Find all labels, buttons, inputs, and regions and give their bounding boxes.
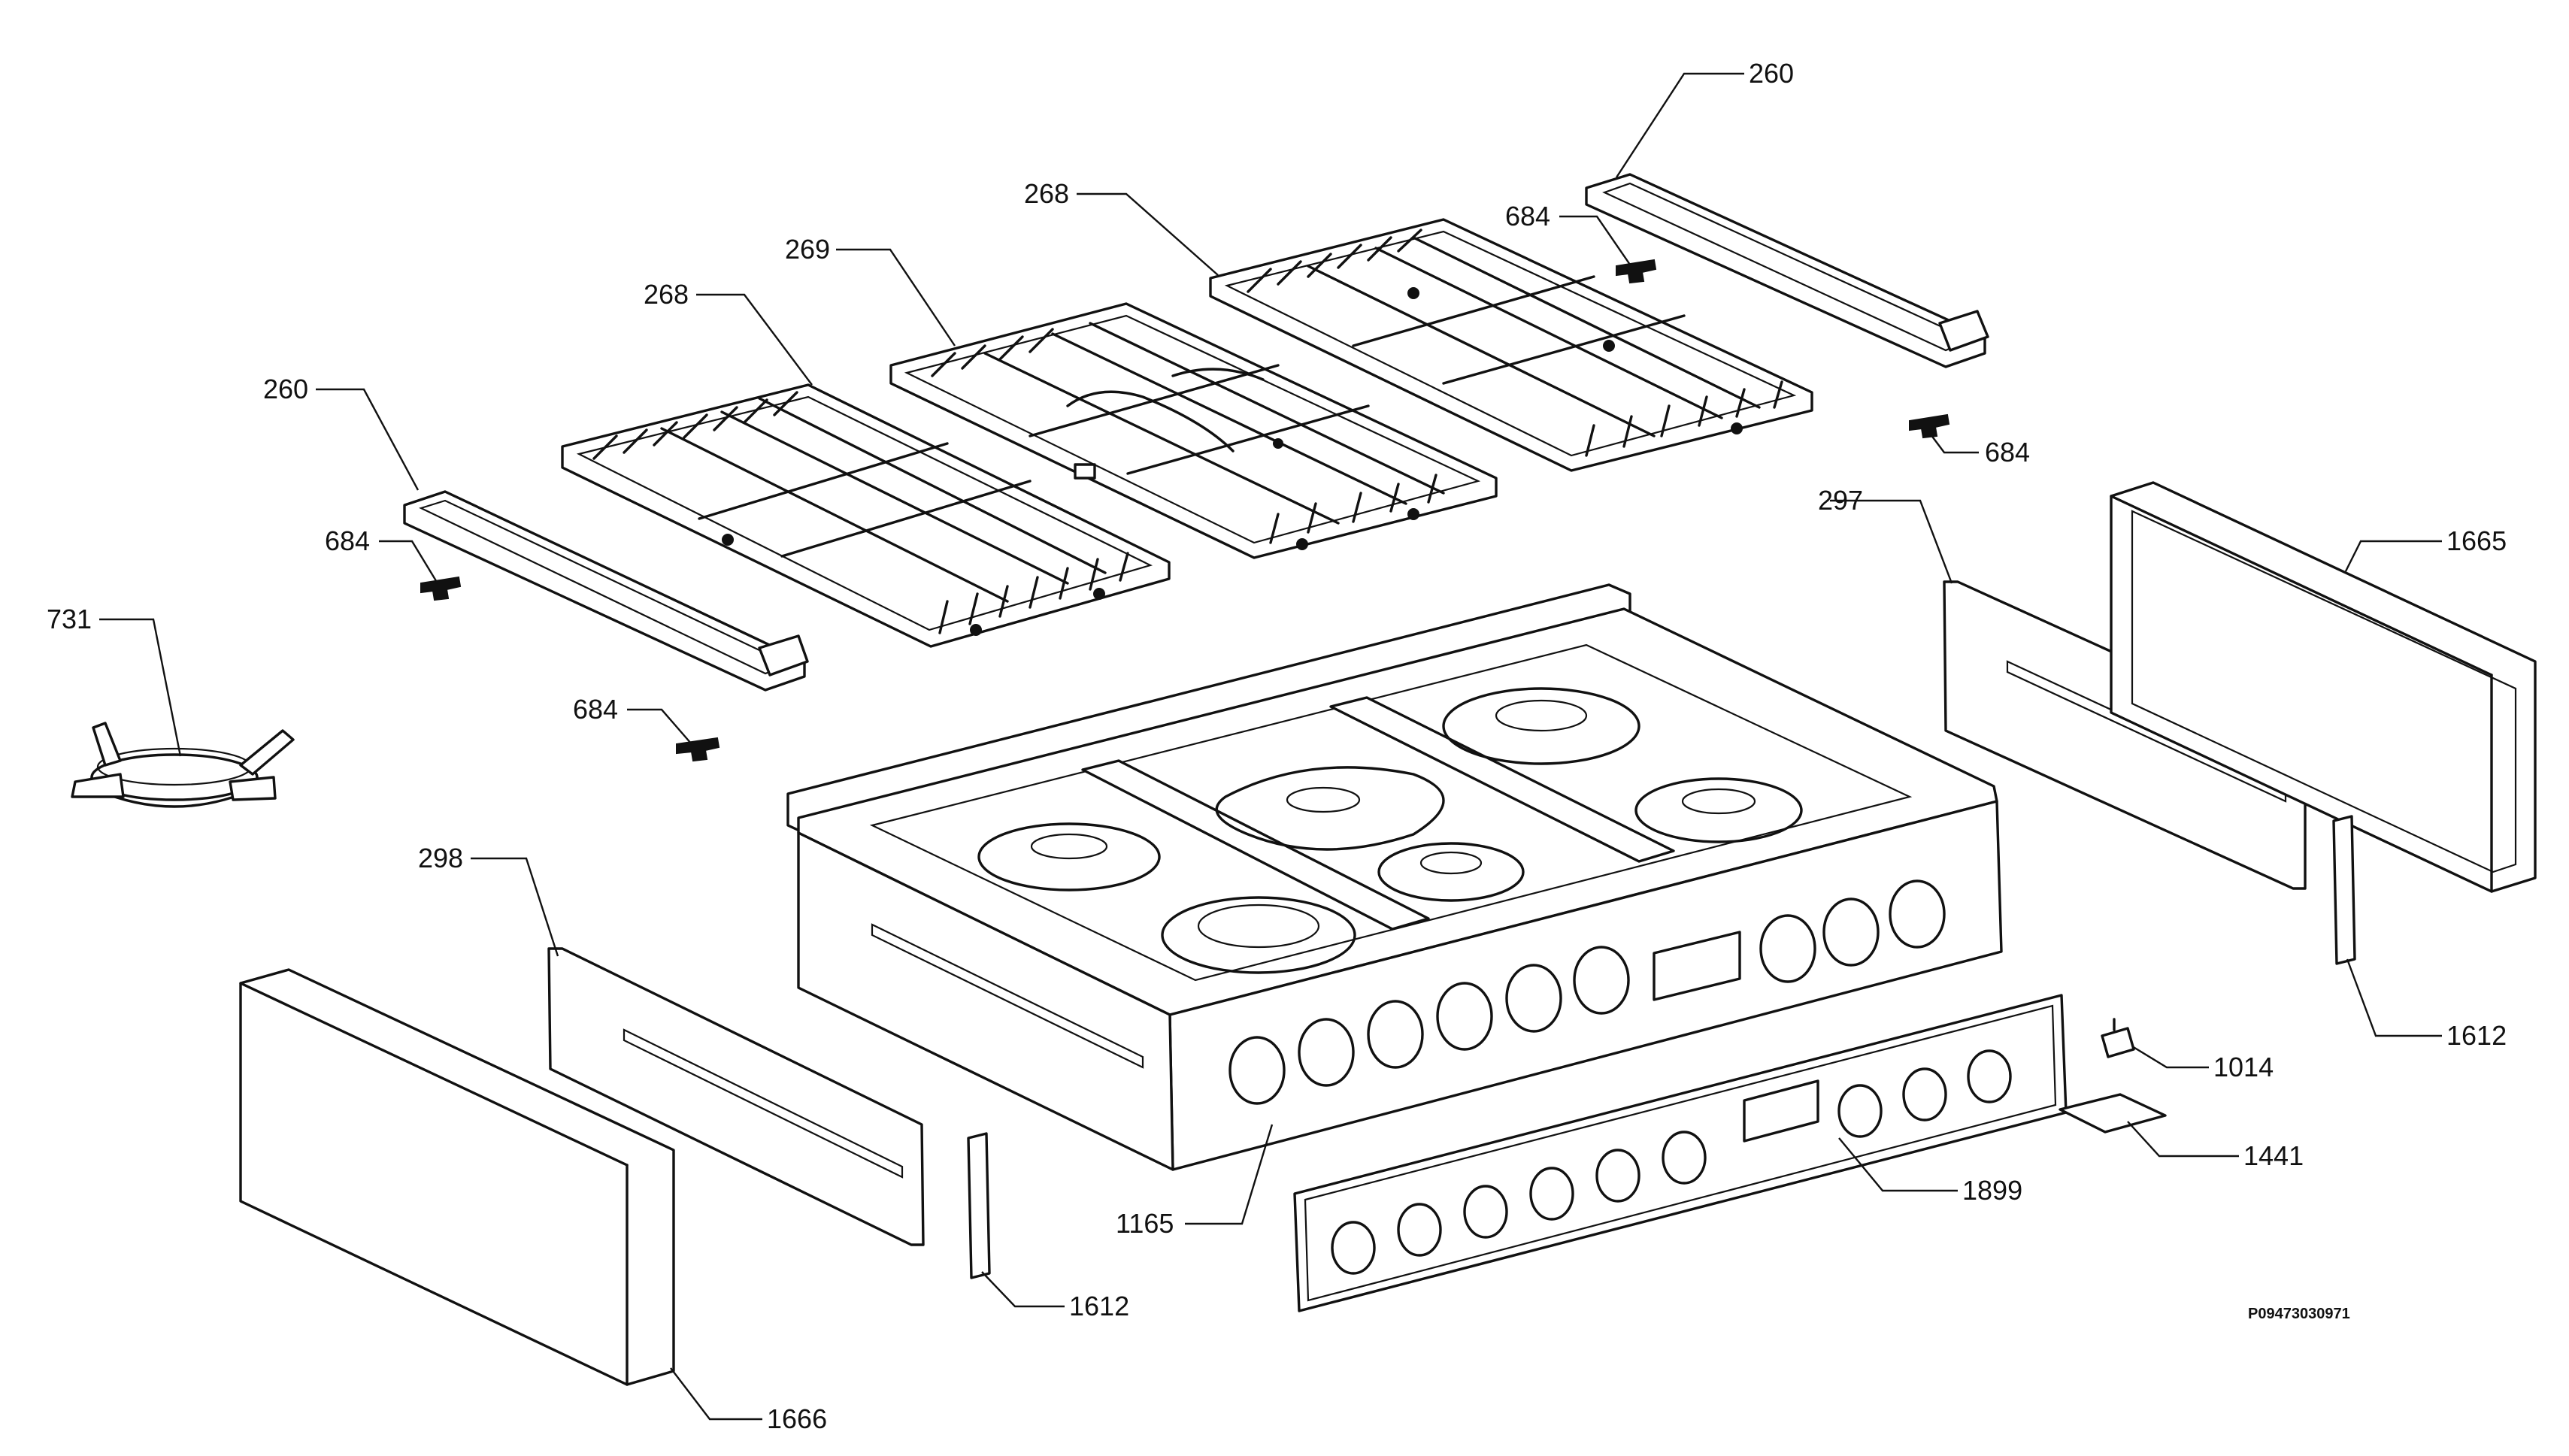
callout-1666: 1666	[767, 1403, 827, 1434]
callout-1665: 1665	[2446, 525, 2507, 556]
callout-1899: 1899	[1962, 1175, 2022, 1206]
control-panel	[1293, 994, 2068, 1312]
callout-1014: 1014	[2213, 1052, 2274, 1082]
burner-rear-left	[1161, 896, 1356, 974]
burner-front-left	[977, 822, 1161, 891]
side-trim-right	[1585, 173, 1989, 368]
callout-269: 269	[785, 234, 830, 265]
callout-268-left: 268	[644, 279, 689, 310]
clip-684-a	[420, 576, 462, 601]
bracket-left	[967, 1132, 991, 1279]
burner-centre-small	[1377, 842, 1525, 902]
pan-support-left	[561, 383, 1171, 648]
side-trim-left	[403, 490, 809, 692]
burner-rear-right	[1442, 687, 1640, 765]
callout-268-right: 268	[1024, 178, 1069, 209]
leader-lines	[99, 72, 2442, 1421]
callout-731: 731	[47, 604, 92, 634]
pan-support-right	[1209, 218, 1813, 472]
callout-1612-left: 1612	[1069, 1291, 1129, 1321]
callout-684-left: 684	[325, 525, 370, 556]
callout-1441: 1441	[2243, 1140, 2304, 1171]
switch-1014	[2101, 1018, 2135, 1058]
bracket-right	[2332, 815, 2356, 965]
callout-684-right: 684	[1985, 437, 2030, 468]
clip-684-b	[676, 737, 720, 762]
hob-body	[786, 583, 2003, 1171]
reference-code: P09473030971	[2248, 1306, 2350, 1322]
side-panel-left	[547, 947, 925, 1246]
callout-684-top: 684	[1505, 201, 1550, 232]
burner-front-right	[1634, 777, 1803, 843]
clip-684-d	[1909, 413, 1950, 439]
callout-1165: 1165	[1116, 1208, 1174, 1239]
callout-1612-right: 1612	[2446, 1020, 2507, 1051]
callout-684-mid: 684	[573, 694, 618, 725]
pan-support-middle	[889, 302, 1498, 559]
callout-298: 298	[418, 843, 463, 873]
burner-centre-fish	[1215, 766, 1445, 851]
callout-labels: 260 268 684 269 268 260 684 297 1665 684…	[47, 58, 2507, 1434]
plate-1441	[2059, 1093, 2167, 1134]
clip-684-c	[1616, 259, 1657, 284]
callout-260-left: 260	[263, 374, 308, 404]
end-panel-right	[2110, 481, 2537, 893]
callout-297: 297	[1818, 485, 1863, 516]
callout-260-right: 260	[1749, 58, 1794, 89]
wok-ring	[71, 722, 295, 808]
